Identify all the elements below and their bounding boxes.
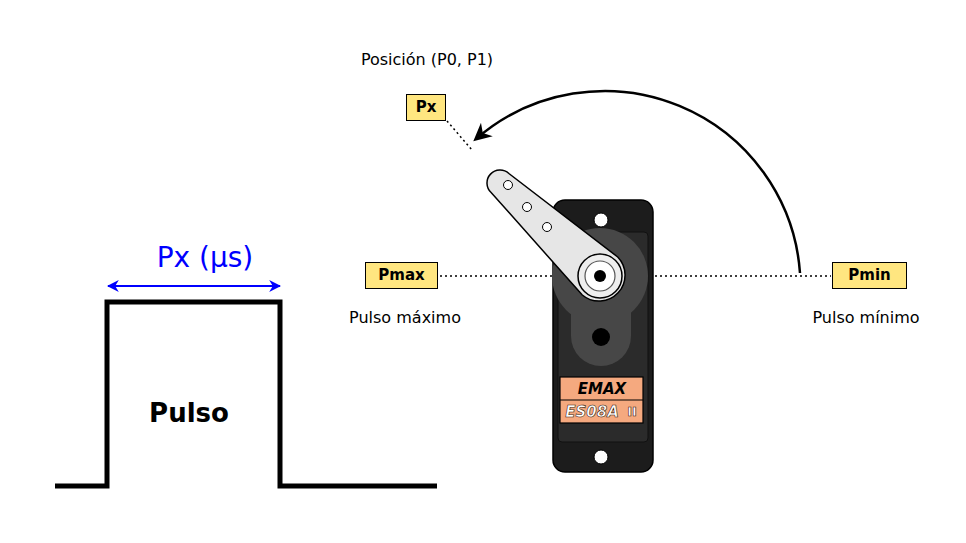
tag-text: Pmax [378,268,424,283]
position-tag: Px [406,94,446,121]
tag-text: Pmin [848,268,890,283]
pulse-caption: Pulso máximo [349,309,461,327]
position-caption: Posición (P0, P1) [361,51,493,69]
signal-label: Pulso [149,399,229,428]
servo-shaft [585,261,615,291]
servo-shaft [594,270,606,282]
servo-horn [487,170,625,301]
model-suffix: II [627,405,637,419]
width-arrow [108,285,280,287]
horn-hole [543,223,552,232]
horn-hole [523,203,532,212]
label-plate [560,377,643,423]
mount-hole [594,213,608,227]
brand-logo: EMAX [578,381,626,398]
position-tag: Pmin [832,262,907,289]
mount-hole [594,450,608,464]
pulse-waveform [55,302,437,486]
width-label: Px (μs) [157,243,254,274]
pulse-caption: Pulso mínimo [812,309,919,327]
gear-hole [592,328,610,346]
label-divider [560,399,643,400]
tag-text: Px [416,100,437,115]
model-name: ES08A [565,404,619,421]
rotation-arrow [476,91,800,273]
leader-line [447,121,472,150]
position-tag: Pmax [365,262,438,289]
horn-hole [504,181,513,190]
servo-shaft [578,254,622,298]
